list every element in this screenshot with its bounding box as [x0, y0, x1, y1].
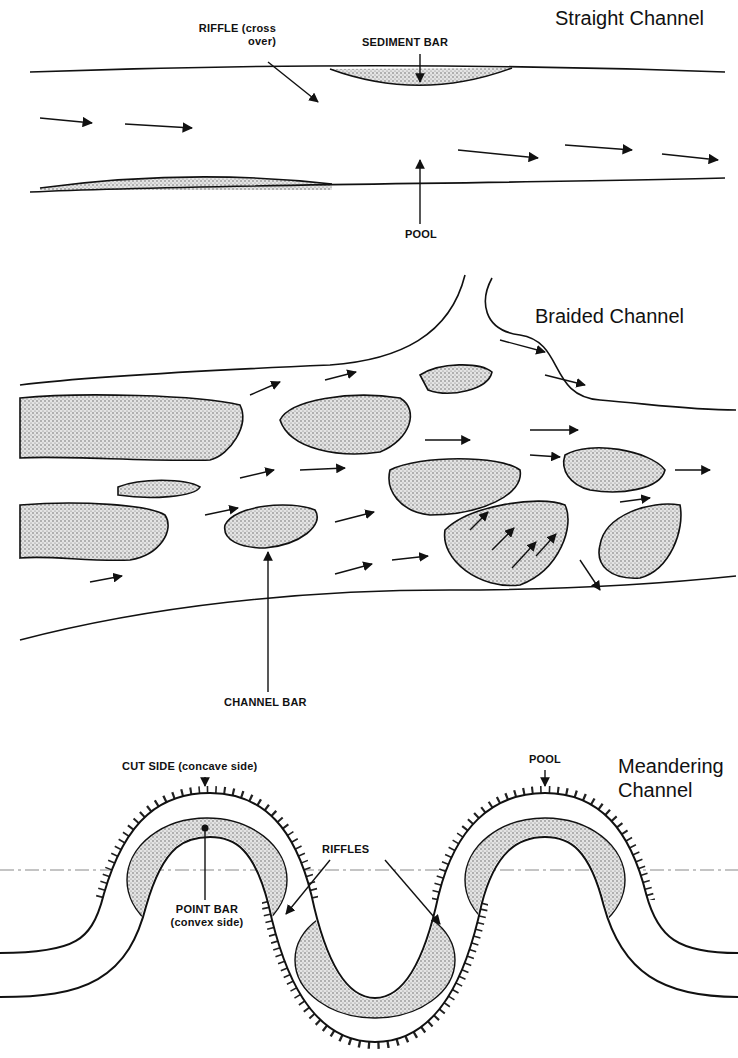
bar-edge [40, 177, 332, 188]
diagram-title: Meandering Channel [616, 754, 732, 802]
sediment-bar [330, 68, 512, 85]
diagram-title: Straight Channel [553, 6, 706, 30]
bank-line [30, 66, 725, 72]
bank-line [30, 178, 725, 192]
channel-bars [20, 365, 681, 586]
braided-channel [20, 275, 736, 692]
point-bar-dot [202, 825, 209, 832]
callout-label: CHANNEL BAR [222, 696, 309, 709]
leader-arrow [267, 552, 268, 692]
channel-water [0, 815, 738, 1020]
point-bars [127, 818, 625, 1018]
leader-line [204, 831, 205, 900]
bank-line [20, 275, 736, 640]
diagram-title: Braided Channel [533, 304, 686, 328]
callout-label: CUT SIDE (concave side) [120, 760, 259, 773]
bar-edge [330, 68, 512, 85]
callout-label: RIFFLES [320, 843, 371, 856]
callout-label: POINT BAR (convex side) [160, 903, 254, 929]
callout-label: POOL [403, 228, 439, 241]
callout-label: RIFFLE (cross over) [168, 22, 278, 48]
callout-label: SEDIMENT BAR [360, 36, 450, 49]
leader-arrow [205, 770, 545, 924]
cut-bank-ticks [0, 815, 738, 1020]
bank-line [0, 815, 738, 1020]
leader-arrow [268, 54, 420, 224]
straight-channel [30, 54, 725, 224]
flow-arrow [40, 118, 718, 160]
flow-arrow [90, 340, 710, 590]
callout-label: POOL [527, 753, 563, 766]
meandering-channel [0, 770, 738, 1020]
